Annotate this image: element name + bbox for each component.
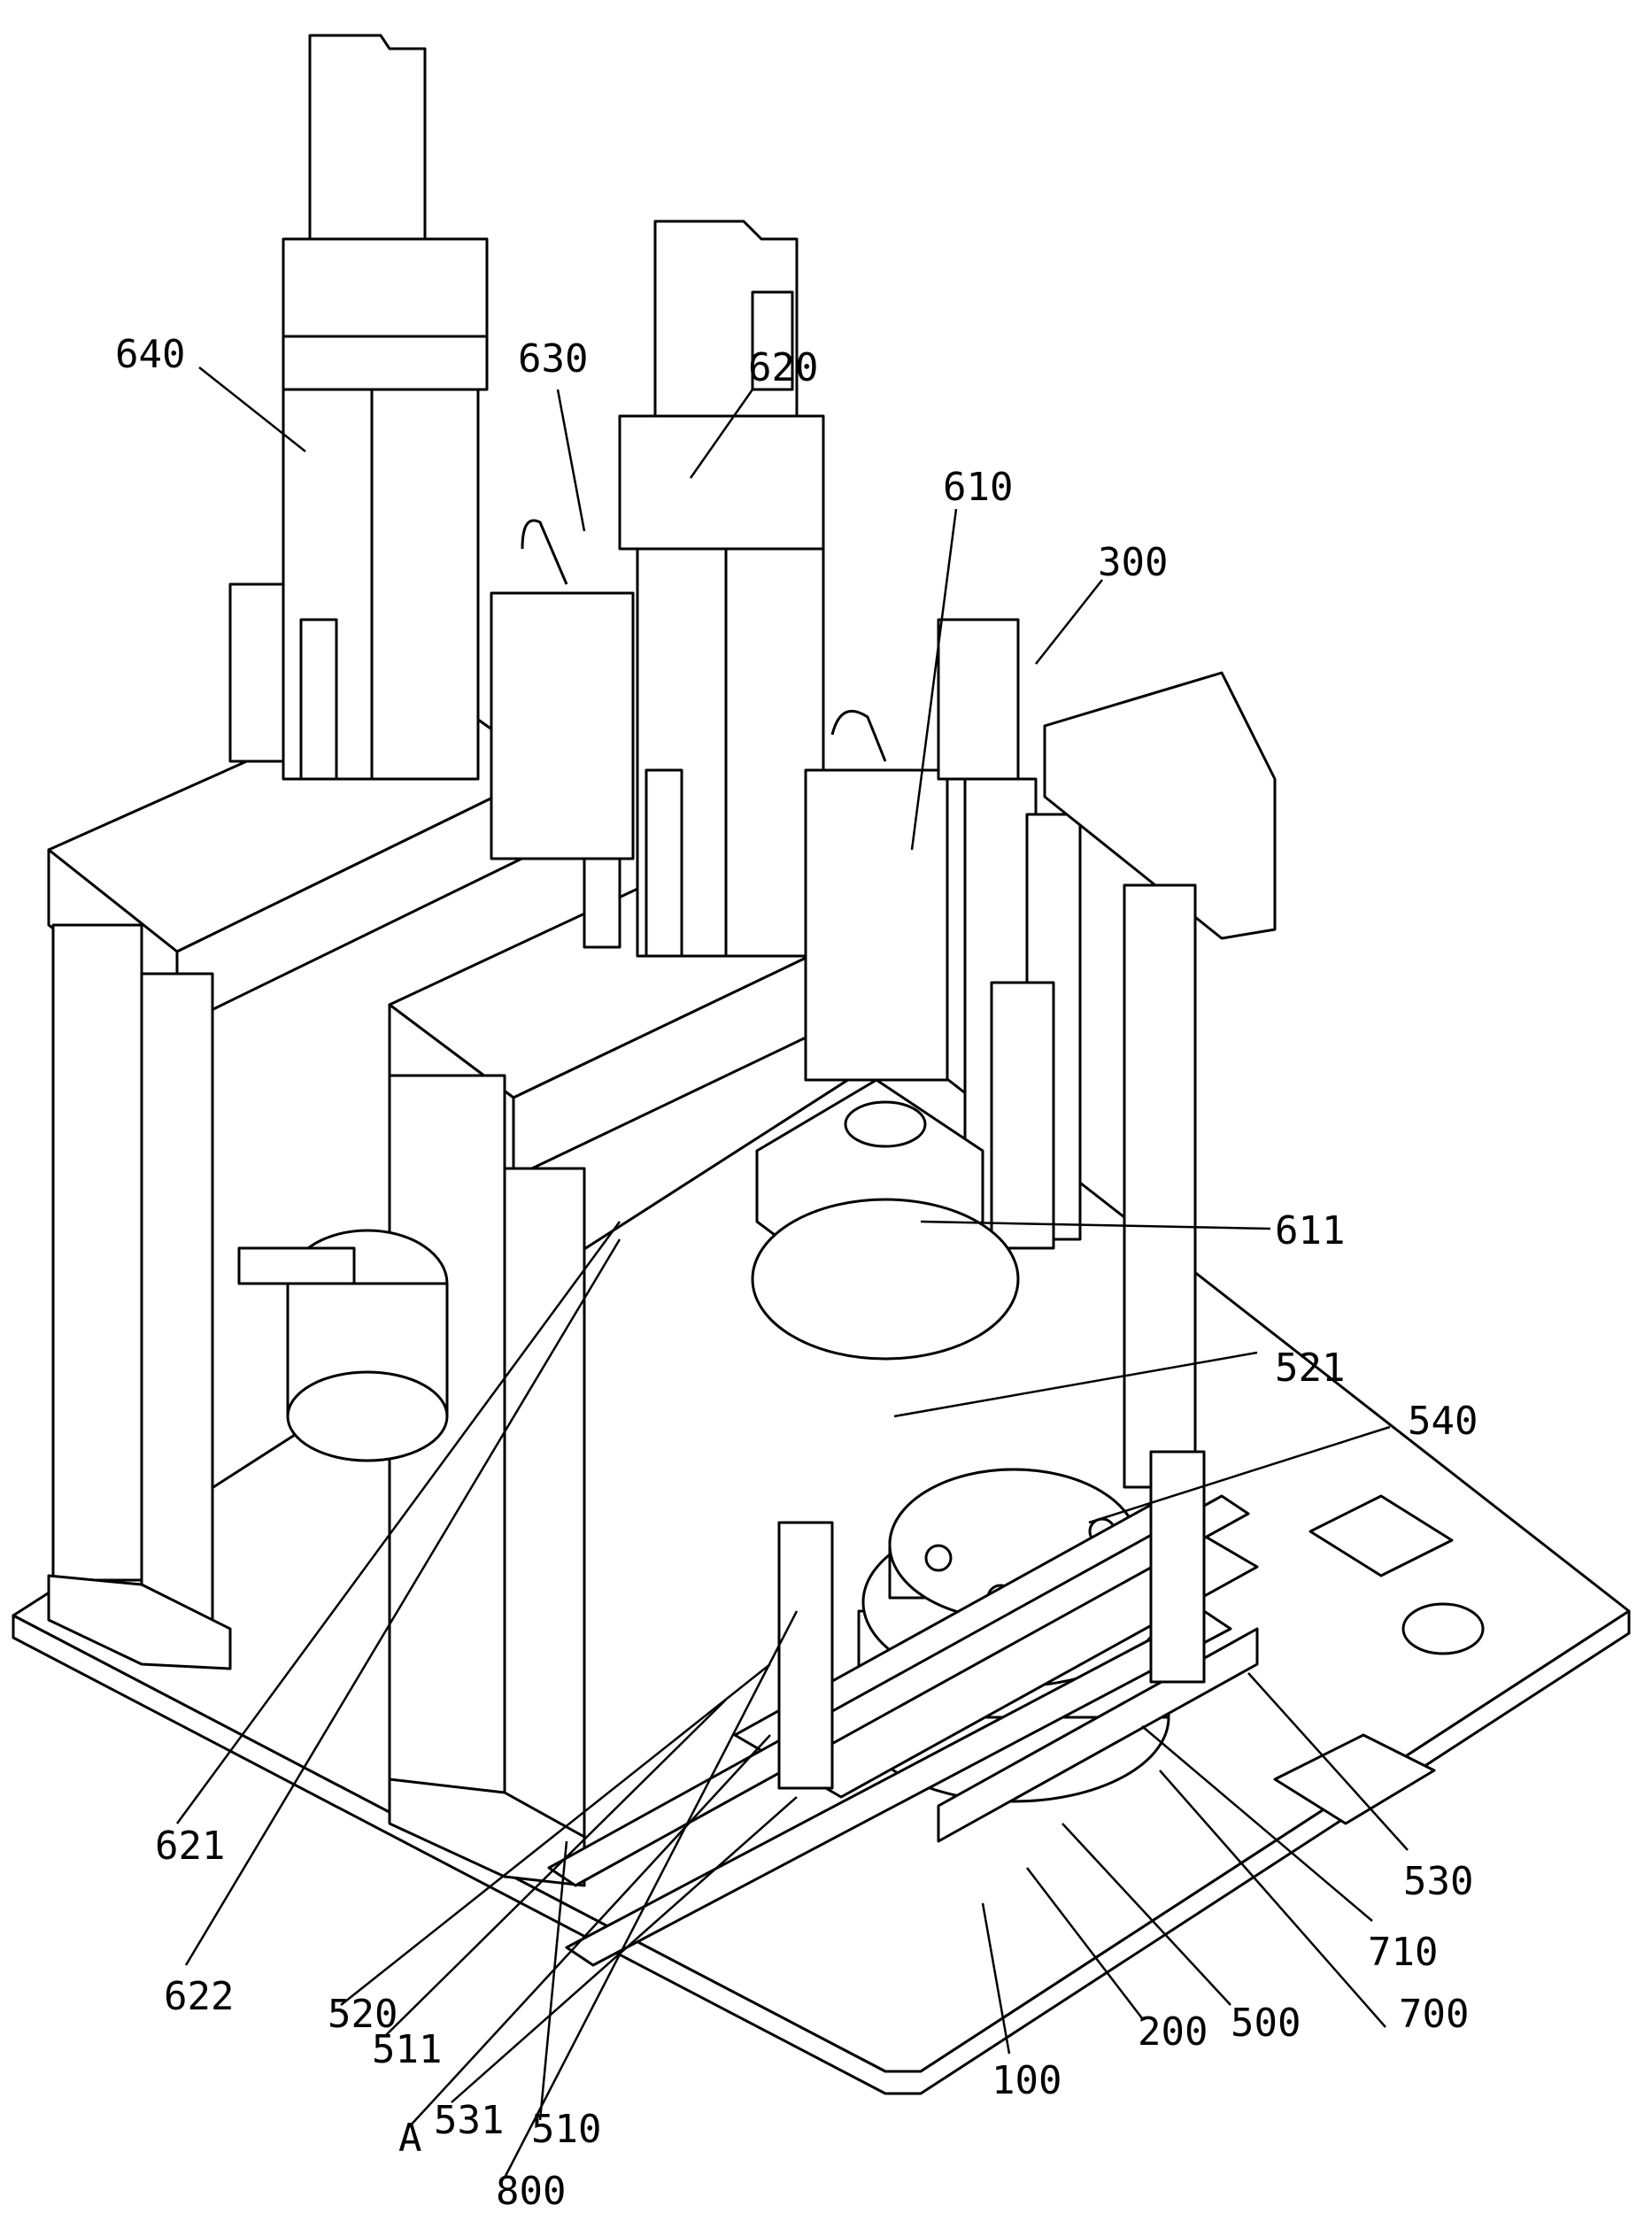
leader-line-710 — [1141, 1725, 1373, 1922]
reference-label-510: 510 — [531, 2107, 601, 2152]
leader-line-611 — [920, 1220, 1271, 1230]
leader-line-a — [406, 1734, 771, 2130]
housing-630 — [490, 519, 635, 860]
leader-line-620 — [689, 389, 754, 479]
bracket-plate — [1043, 671, 1277, 1489]
reference-label-531: 531 — [434, 2098, 504, 2143]
leader-line-511 — [384, 1699, 727, 2037]
leader-line-640 — [198, 366, 306, 452]
leader-line-510 — [538, 1840, 568, 2121]
reference-label-a: A — [398, 2116, 422, 2161]
reference-label-622: 622 — [164, 1974, 234, 2019]
leader-line-630 — [556, 389, 586, 532]
carriage — [547, 1450, 1259, 1967]
leader-line-521 — [893, 1351, 1258, 1418]
leader-line-200 — [1026, 1867, 1143, 2019]
leader-lines — [175, 366, 1409, 2179]
reference-labels: 640 630 620 610 300 611 521 540 530 710 700 500 200 1… — [115, 332, 1478, 2214]
reference-label-511: 511 — [372, 2027, 442, 2072]
leader-line-100 — [981, 1902, 1011, 2055]
leader-line-531 — [451, 1796, 798, 2103]
reference-label-540: 540 — [1408, 1399, 1478, 1444]
reference-label-611: 611 — [1275, 1208, 1345, 1253]
reference-label-200: 200 — [1138, 2009, 1208, 2055]
head-611 — [751, 1078, 1020, 1361]
leader-line-540 — [1088, 1425, 1391, 1524]
left-rotary-fixture — [237, 1229, 449, 1462]
leader-line-800 — [503, 1610, 799, 2179]
reference-label-620: 620 — [748, 345, 818, 390]
reference-label-521: 521 — [1275, 1346, 1345, 1391]
reference-label-710: 710 — [1368, 1930, 1438, 1975]
reference-label-100: 100 — [992, 2058, 1061, 2103]
reference-label-300: 300 — [1098, 540, 1168, 585]
reference-label-520: 520 — [328, 1992, 398, 2037]
reference-label-800: 800 — [496, 2169, 566, 2214]
leader-line-621 — [175, 1221, 621, 1824]
leader-line-622 — [184, 1238, 621, 1966]
housing-610 — [804, 709, 949, 1082]
leader-line-530 — [1247, 1672, 1409, 1851]
reference-label-621: 621 — [155, 1824, 225, 1869]
leader-line-300 — [1035, 579, 1103, 665]
leader-line-520 — [340, 1663, 771, 2006]
reference-label-640: 640 — [115, 332, 185, 377]
reference-label-630: 630 — [518, 336, 588, 382]
leader-line-700 — [1159, 1770, 1386, 2028]
reference-label-500: 500 — [1231, 2001, 1301, 2046]
reference-label-530: 530 — [1403, 1859, 1473, 1904]
reference-label-610: 610 — [943, 465, 1013, 510]
motor-640 — [228, 34, 489, 781]
leader-line-500 — [1061, 1823, 1231, 2006]
leader-line-610 — [910, 508, 958, 851]
right-side-components — [1273, 1494, 1485, 1825]
reference-label-700: 700 — [1399, 1992, 1469, 2037]
